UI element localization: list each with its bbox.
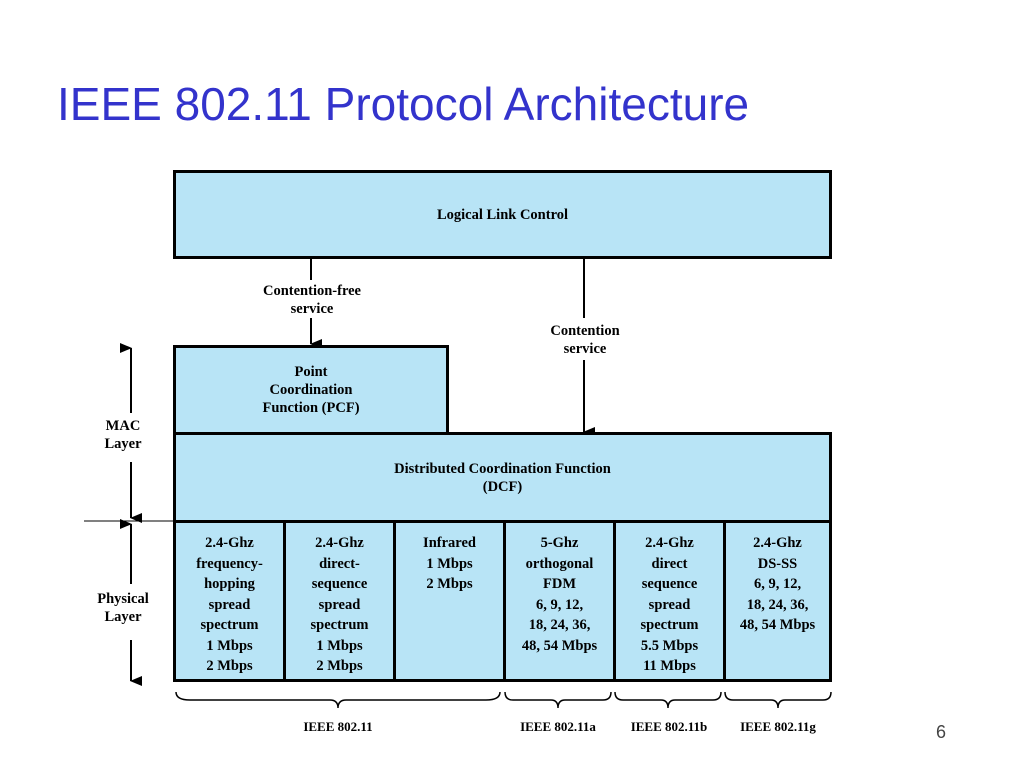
contention-label: Contention service <box>550 323 620 357</box>
standard-80211g: IEEE 802.11g <box>740 719 816 734</box>
phy-cell-ds-ss-g: 2.4-Ghz DS-SS 6, 9, 12, 18, 24, 36, 48, … <box>723 520 832 682</box>
phy-cell-ofdm: 5-Ghz orthogonal FDM 6, 9, 12, 18, 24, 3… <box>503 520 616 682</box>
phy-cell-hr-dsss: 2.4-Ghz direct sequence spread spectrum … <box>613 520 726 682</box>
llc-label: Logical Link Control <box>436 206 569 223</box>
dcf-label: Distributed Coordination Function (DCF) <box>394 460 611 495</box>
slide-title: IEEE 802.11 Protocol Architecture <box>57 78 750 130</box>
brace-80211g <box>724 691 832 709</box>
brace-80211a <box>504 691 612 709</box>
pcf-label: Point Coordination Function (PCF) <box>262 364 360 416</box>
contention-free-label: Contention-free service <box>263 283 361 317</box>
standard-80211b: IEEE 802.11b <box>630 719 708 734</box>
pcf-box: Point Coordination Function (PCF) <box>173 345 449 435</box>
dcf-box: Distributed Coordination Function (DCF) <box>173 432 832 523</box>
phy-cell-infrared: Infrared 1 Mbps 2 Mbps <box>393 520 506 682</box>
phy-cell-fhss: 2.4-Ghz frequency- hopping spread spectr… <box>173 520 286 682</box>
page-number: 6 <box>936 722 947 742</box>
llc-box: Logical Link Control <box>173 170 832 259</box>
standard-80211a: IEEE 802.11a <box>520 719 596 734</box>
standard-80211: IEEE 802.11 <box>303 719 373 734</box>
physical-layer-label: Physical Layer <box>97 591 149 625</box>
mac-layer-label: MAC Layer <box>104 418 142 452</box>
brace-80211 <box>175 691 501 709</box>
phy-cell-dsss: 2.4-Ghz direct- sequence spread spectrum… <box>283 520 396 682</box>
brace-80211b <box>614 691 722 709</box>
